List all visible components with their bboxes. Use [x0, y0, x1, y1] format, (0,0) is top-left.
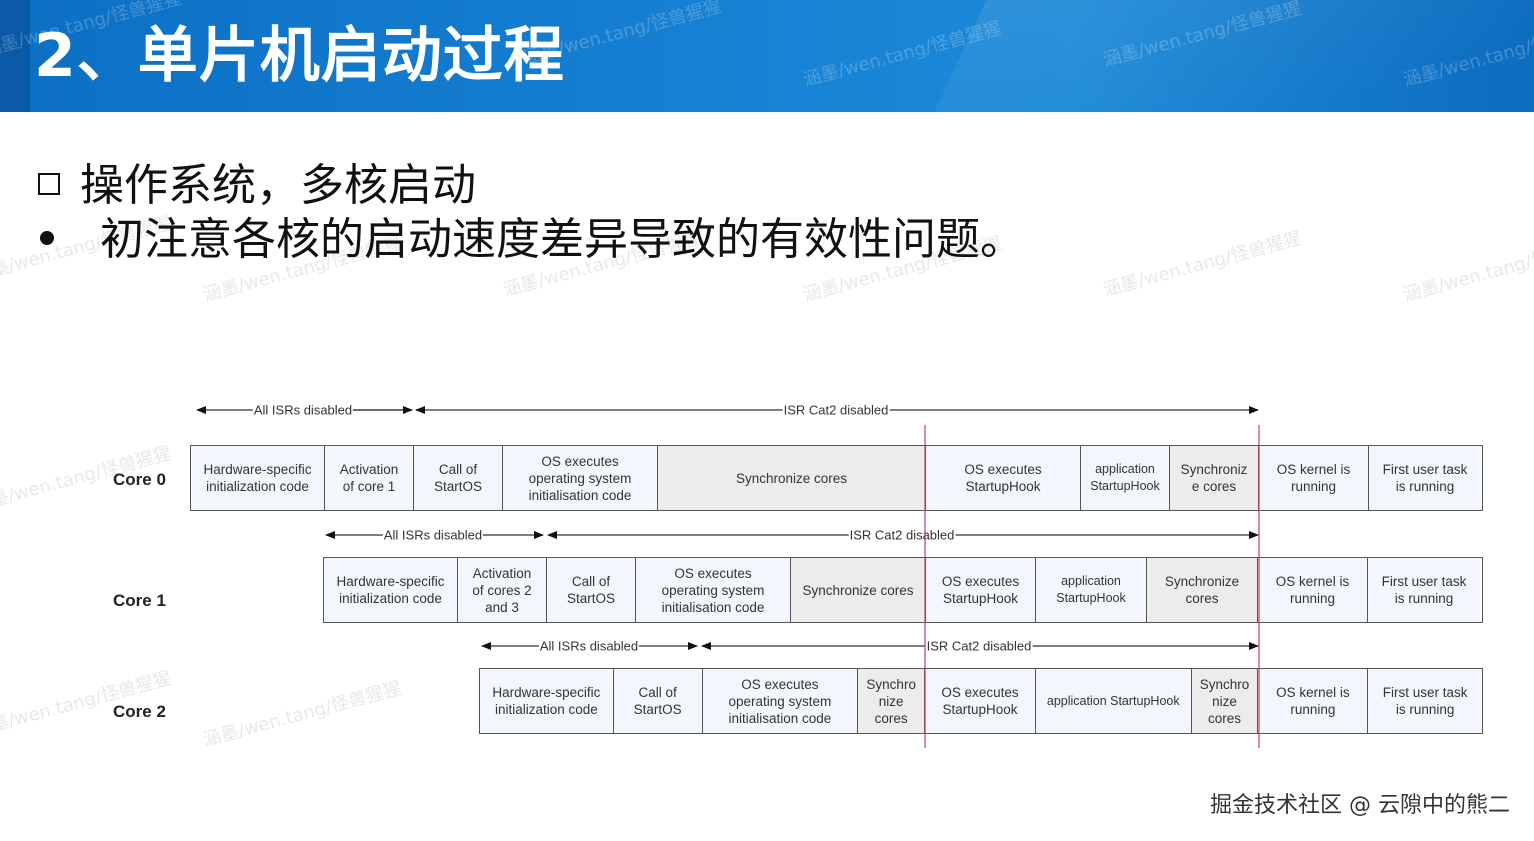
page-title: 2、单片机启动过程 [34, 21, 565, 91]
phase-cell: OS kernel is running [1259, 446, 1369, 510]
bullet-heading: 操作系统，多核启动 [38, 158, 476, 214]
phase-cell: Synchroniz e cores [1170, 446, 1259, 510]
core-label: Core 2 [113, 702, 166, 721]
phase-cell: OS executes operating system initialisat… [702, 669, 859, 733]
phase-cell: OS kernel is running [1258, 558, 1368, 622]
core-label: Core 0 [113, 470, 166, 489]
phase-cell: Hardware-specific initialization code [324, 558, 458, 622]
phase-cell: Hardware-specific initialization code [191, 446, 325, 510]
phase-cell: Call of StartOS [547, 558, 636, 622]
title-banner: 2、单片机启动过程 涵墨/wen.tang/怪兽猩猩 涵墨/wen.tang/怪… [0, 0, 1534, 112]
phase-cell: Call of StartOS [613, 669, 703, 733]
core-0-row: Hardware-specific initialization code Ac… [190, 445, 1483, 511]
phase-cell: application StartupHook [1036, 558, 1147, 622]
footer-credit: 掘金技术社区 @ 云隙中的熊二 [1210, 793, 1510, 818]
phase-cell: OS kernel is running [1258, 669, 1369, 733]
phase-cell: Call of StartOS [414, 446, 503, 510]
phase-cell: First user task is running [1368, 669, 1483, 733]
banner-accent [0, 0, 30, 112]
isr-all-label: All ISRs disabled [252, 402, 354, 418]
isr-all-label: All ISRs disabled [382, 527, 484, 543]
phase-cell: Activation of cores 2 and 3 [458, 558, 547, 622]
checkbox-square-icon [38, 173, 60, 195]
phase-cell: First user task is running [1369, 446, 1481, 510]
phase-cell: OS executes StartupHook [926, 446, 1081, 510]
phase-cell: First user task is running [1368, 558, 1480, 622]
phase-cell: OS executes StartupHook [925, 669, 1036, 733]
isr-cat2-label: ISR Cat2 disabled [782, 402, 890, 418]
core-1-row: Hardware-specific initialization code Ac… [323, 557, 1483, 623]
bullet-text: 操作系统，多核启动 [80, 160, 476, 211]
bullet-dot-icon [40, 231, 54, 245]
phase-cell: application StartupHook [1081, 446, 1170, 510]
phase-cell: Synchronize cores [658, 446, 926, 510]
phase-cell: Hardware-specific initialization code [480, 669, 614, 733]
bullet-text: 初注意各核的启动速度差异导致的有效性问题。 [100, 214, 1024, 265]
phase-cell: application StartupHook [1035, 669, 1192, 733]
bullet-item: 初注意各核的启动速度差异导致的有效性问题。 [38, 212, 1024, 268]
phase-cell: Synchro nize cores [858, 669, 926, 733]
isr-all-label: All ISRs disabled [538, 638, 640, 654]
phase-cell: Synchronize cores [1147, 558, 1258, 622]
isr-cat2-label: ISR Cat2 disabled [848, 527, 956, 543]
phase-cell: Synchronize cores [791, 558, 926, 622]
core-label: Core 1 [113, 591, 166, 610]
phase-cell: OS executes operating system initialisat… [636, 558, 791, 622]
phase-cell: OS executes operating system initialisat… [503, 446, 658, 510]
phase-cell: OS executes StartupHook [926, 558, 1036, 622]
isr-cat2-label: ISR Cat2 disabled [925, 638, 1033, 654]
phase-cell: Activation of core 1 [325, 446, 414, 510]
phase-cell: Synchro nize cores [1191, 669, 1259, 733]
core-2-row: Hardware-specific initialization code Ca… [479, 668, 1483, 734]
